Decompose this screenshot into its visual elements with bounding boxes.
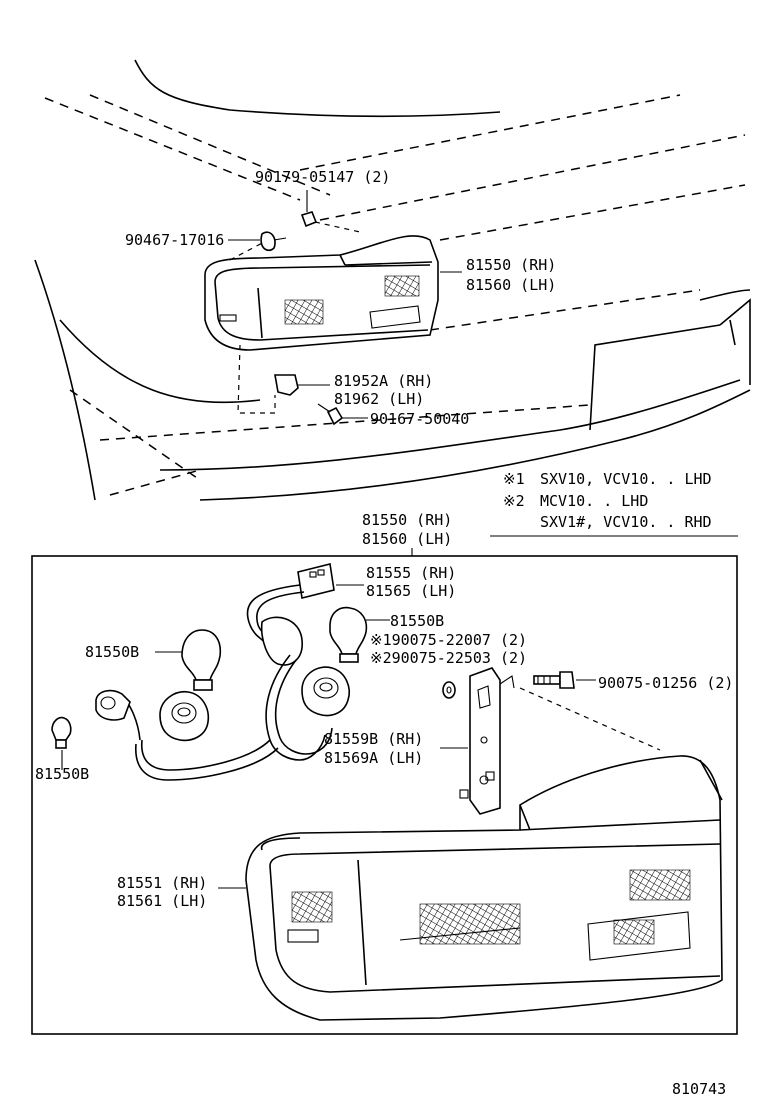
label-81550-rh-assembly: 81550 (RH)	[362, 511, 452, 529]
label-81559b-rh: 81559B (RH)	[324, 730, 423, 748]
label-90167-50040: 90167-50040	[370, 410, 469, 428]
label-81551-rh: 81551 (RH)	[117, 874, 207, 892]
note2-mark: ※2	[503, 492, 525, 510]
label-81962-lh: 81962 (LH)	[334, 390, 424, 408]
label-81560-lh-upper: 81560 (LH)	[466, 276, 556, 294]
vehicle-body-outline	[34, 59, 751, 501]
label-90179-05147: 90179-05147 (2)	[255, 168, 390, 186]
label-81565-lh: 81565 (LH)	[366, 582, 456, 600]
label-81550b-small: 81550B	[35, 765, 89, 783]
small-bulb-socket	[95, 689, 131, 721]
note2-text-b: SXV1#, VCV10. . RHD	[540, 513, 712, 531]
bulb-socket-left	[159, 690, 210, 742]
label-90075-22007: ※190075-22007 (2)	[370, 631, 527, 649]
note1-mark: ※1	[503, 470, 525, 488]
label-81560-lh-assembly: 81560 (LH)	[362, 530, 452, 548]
upper-fastener-clip	[300, 190, 318, 228]
label-81555-rh: 81555 (RH)	[366, 564, 456, 582]
bulb-right	[329, 606, 368, 663]
retainer-plate	[459, 667, 501, 815]
screw-90075-01256	[533, 671, 575, 689]
upper-fastener-screw	[228, 231, 287, 252]
combination-lamp-lens	[245, 755, 723, 1021]
label-81550-rh-upper: 81550 (RH)	[466, 256, 556, 274]
label-90467-17016: 90467-17016	[125, 231, 224, 249]
socket-wire-harness	[124, 563, 335, 781]
note1-text: SXV10, VCV10. . LHD	[540, 470, 712, 488]
bulb-left	[181, 629, 222, 691]
label-81550b-left: 81550B	[85, 643, 139, 661]
label-81569a-lh: 81569A (LH)	[324, 749, 423, 767]
upper-lamp-illustration	[204, 221, 439, 414]
label-81550b-right: 81550B	[390, 612, 444, 630]
label-81561-lh: 81561 (LH)	[117, 892, 207, 910]
bulb-socket-right	[301, 666, 350, 717]
label-81952a-rh: 81952A (RH)	[334, 372, 433, 390]
assembly-frame	[31, 555, 738, 1035]
upper-bracket-screw	[317, 403, 368, 426]
label-90075-22503: ※290075-22503 (2)	[370, 649, 527, 667]
small-wedge-bulb	[51, 716, 72, 749]
label-90075-01256: 90075-01256 (2)	[598, 674, 733, 692]
upper-bracket	[274, 374, 330, 396]
note2-text: MCV10. . LHD	[540, 492, 648, 510]
nut	[442, 681, 456, 699]
illustration-id: 810743	[672, 1080, 726, 1098]
